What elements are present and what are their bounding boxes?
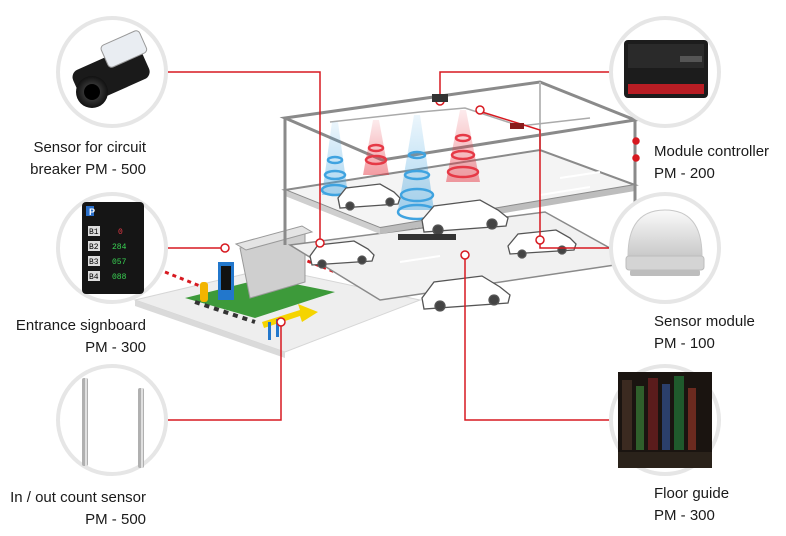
connector-lines — [168, 71, 612, 421]
barrier-stripe — [164, 270, 206, 290]
label-line: PM - 500 — [85, 511, 146, 528]
sensor-beams — [320, 110, 480, 221]
count-sensor-photo — [56, 364, 168, 476]
module-controller-photo — [609, 16, 721, 128]
signboard-row-value: 057 — [112, 258, 127, 267]
label-line: Module controller — [654, 143, 770, 160]
floor-guide-panel — [398, 234, 456, 240]
label-line: In / out count sensor — [10, 489, 146, 506]
label-line: Floor guide — [654, 485, 730, 502]
circuit-sensor-label: Sensor for circuit breaker PM - 500 — [10, 137, 146, 181]
count-sensor-label: In / out count sensor PM - 500 — [0, 487, 146, 531]
connector-endpoints — [220, 96, 640, 327]
barrier-post — [200, 282, 208, 302]
floor-guide-label: Floor guide PM - 300 — [654, 483, 786, 527]
label-line: breaker PM - 500 — [30, 161, 146, 178]
sensor-module-label: Sensor module PM - 100 — [654, 311, 786, 355]
entrance-signboard-label: Entrance signboard PM - 300 — [0, 315, 146, 359]
connector-circuit-sensor — [168, 71, 321, 240]
signboard-rows: B1 0 B2 284 B3 057 B4 088 — [88, 226, 127, 282]
module-controller-label: Module controller PM - 200 — [654, 141, 786, 185]
signboard-row-id: B1 — [89, 228, 99, 237]
ceiling-controller-box — [432, 94, 448, 102]
signboard-logo-icon: P — [89, 207, 95, 217]
connector-module-controller — [439, 71, 612, 98]
label-line: PM - 300 — [654, 507, 715, 524]
connector-sensor-module — [481, 111, 612, 249]
vacant-beam — [398, 115, 434, 210]
signboard-row-id: B4 — [89, 273, 99, 282]
label-line: PM - 300 — [85, 339, 146, 356]
car — [337, 183, 401, 211]
label-line: PM - 200 — [654, 165, 715, 182]
count-sensor-pole — [268, 322, 271, 340]
car — [421, 199, 509, 236]
label-line: Sensor for circuit — [33, 139, 146, 156]
connector-count-sensor — [168, 325, 282, 421]
signboard-row-id: B3 — [89, 258, 99, 267]
circuit-sensor-photo — [56, 16, 168, 128]
entrance-green-pad — [185, 278, 335, 318]
signboard-row-value: 284 — [112, 243, 127, 252]
ceiling-controller-box — [510, 123, 524, 129]
connector-floor-guide — [464, 258, 612, 421]
car — [421, 275, 511, 312]
signboard-row-value: 0 — [118, 228, 123, 237]
occupied-beam — [446, 110, 480, 182]
entrance-signboard-photo: P B1 0 B2 284 B3 057 B4 088 — [56, 192, 168, 304]
signboard-row-value: 088 — [112, 273, 127, 282]
label-line: Entrance signboard — [15, 317, 146, 334]
stop-stripe — [194, 300, 256, 324]
signboard-row-id: B2 — [89, 243, 99, 252]
label-line: PM - 100 — [654, 335, 715, 352]
sensor-module-photo — [609, 192, 721, 304]
occupied-beam — [363, 120, 389, 175]
label-line: Sensor module — [654, 313, 755, 330]
floor-guide-photo — [609, 364, 721, 476]
